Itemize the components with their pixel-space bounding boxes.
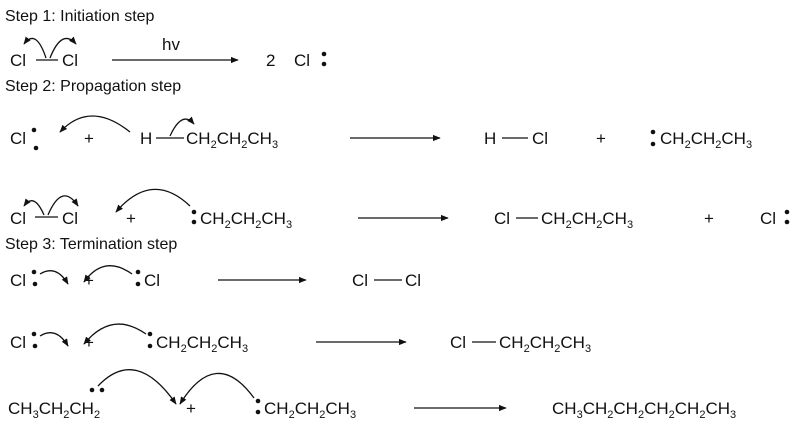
radical-dot (135, 269, 141, 275)
fishhook-arrow (59, 115, 131, 133)
radical-dot (32, 281, 38, 287)
radical-dot (191, 209, 197, 215)
fishhook-arrow (97, 369, 177, 405)
fishhook-arrow (47, 195, 79, 216)
hexane-product: CH3CH2CH2CH2CH2CH3 (552, 399, 736, 421)
plus-sign: + (84, 129, 94, 148)
fishhook-arrow (179, 372, 255, 405)
cl-atom: Cl (62, 51, 78, 70)
fishhook-arrow (39, 270, 69, 285)
radical-dot (147, 331, 153, 337)
cl-atom: Cl (760, 209, 776, 228)
radical-dot (31, 331, 37, 337)
cl-atom: Cl (405, 271, 421, 290)
cl-atom: Cl (294, 51, 310, 70)
cl-atom: Cl (10, 271, 26, 290)
radical-dot (89, 387, 95, 393)
propyl-radical: CH2CH2CH3 (156, 333, 248, 355)
propyl-radical: CH2CH2CH3 (264, 399, 356, 421)
h-atom: H (484, 129, 496, 148)
fishhook-arrow (83, 323, 147, 345)
coefficient: 2 (266, 51, 275, 70)
cl-atom: Cl (10, 209, 26, 228)
cl-atom: Cl (10, 129, 26, 148)
radical-dot (191, 219, 197, 225)
step2-reaction-1: Cl + H CH2CH2CH3 H Cl + CH2CH2CH3 (10, 115, 752, 151)
radical-dot (31, 269, 37, 275)
plus-sign: + (126, 209, 136, 228)
plus-sign: + (596, 129, 606, 148)
step2-reaction-2: Cl Cl + CH2CH2CH3 Cl CH2CH2CH3 + Cl (10, 188, 790, 231)
propyl-radical: CH2CH2CH3 (660, 129, 752, 151)
radical-dot (135, 281, 141, 287)
radical-dot (784, 209, 790, 215)
propyl-group: CH2CH2CH3 (186, 129, 278, 151)
cl-atom: Cl (352, 271, 368, 290)
cl-atom: Cl (10, 333, 26, 352)
radical-dot (255, 398, 261, 404)
h-atom: H (140, 129, 152, 148)
propyl-radical: CH2CH2CH3 (200, 209, 292, 231)
heading-step1: Step 1: Initiation step (5, 8, 155, 25)
radical-dot (255, 409, 261, 415)
radical-dot (32, 343, 38, 349)
plus-sign: + (186, 399, 196, 418)
cl-atom: Cl (494, 209, 510, 228)
cl-atom: Cl (62, 209, 78, 228)
step3-reaction-1: Cl + Cl Cl Cl (10, 265, 421, 290)
radical-dot (147, 343, 153, 349)
radical-dot (321, 61, 327, 67)
heading-step2: Step 2: Propagation step (5, 78, 181, 95)
cl-atom: Cl (450, 333, 466, 352)
fishhook-arrow (169, 116, 195, 137)
radical-dot (31, 127, 37, 133)
fishhook-arrow (115, 188, 191, 213)
step3-reaction-2: Cl + CH2CH2CH3 Cl CH2CH2CH3 (10, 323, 591, 355)
fishhook-arrow (23, 36, 47, 59)
step3-reaction-3: CH3CH2CH2 + CH2CH2CH3 CH3CH2CH2CH2CH2CH3 (8, 369, 736, 421)
fishhook-arrow (49, 36, 77, 59)
radical-dot (321, 51, 327, 57)
radical-dot (99, 387, 105, 393)
propyl-group: CH2CH2CH3 (541, 209, 633, 231)
step1-reaction: Cl Cl hv 2 Cl (10, 35, 327, 70)
propyl-radical: CH3CH2CH2 (8, 399, 100, 421)
heading-step3: Step 3: Termination step (5, 236, 177, 253)
radical-dot (33, 145, 39, 151)
fishhook-arrow (23, 198, 45, 216)
propyl-group: CH2CH2CH3 (499, 333, 591, 355)
radical-dot (784, 219, 790, 225)
cl-atom: Cl (532, 129, 548, 148)
fishhook-arrow (83, 265, 133, 283)
fishhook-arrow (39, 332, 69, 347)
cl-atom: Cl (144, 271, 160, 290)
hv-label: hv (162, 35, 180, 54)
cl-atom: Cl (10, 51, 26, 70)
plus-sign: + (704, 209, 714, 228)
radical-dot (650, 129, 656, 135)
radical-dot (650, 141, 656, 147)
